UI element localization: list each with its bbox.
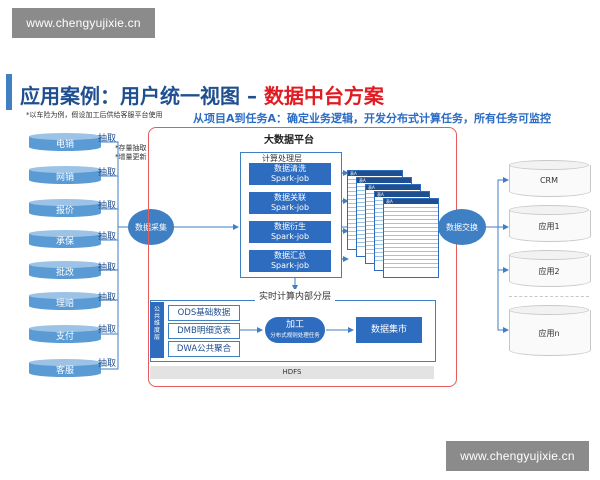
sheet-header: 表A	[384, 199, 438, 204]
source-db-label: 理赔	[55, 299, 74, 309]
target-app-1: 应用1	[509, 205, 591, 242]
target-app-label: 应用1	[538, 222, 560, 231]
subtitle: 从项目A到任务A：确定业务逻辑，开发分布式计算任务，所有任务可监控	[193, 112, 552, 125]
source-db-label: 批改	[55, 268, 74, 278]
target-app-2: 应用2	[509, 250, 591, 287]
data-mart: 数据集市	[356, 317, 422, 343]
source-db-7: 客服	[29, 359, 101, 377]
extract-mode-incremental: *增量更新	[115, 153, 147, 161]
extract-label: 抽取	[98, 201, 117, 211]
extract-mode-full: *存量抽取	[115, 144, 147, 152]
note-text: *以车险为例，假设加工后供给客服平台使用	[26, 111, 163, 119]
source-db-label: 电销	[55, 140, 74, 150]
target-ellipsis-divider	[509, 296, 589, 297]
target-app-0: CRM	[509, 160, 591, 197]
watermark-top: www.chengyujixie.cn	[12, 8, 155, 38]
extract-label: 抽取	[98, 168, 117, 178]
watermark-bottom: www.chengyujixie.cn	[446, 441, 589, 471]
layer-dwa: DWA公共聚合	[168, 341, 240, 357]
extract-label: 抽取	[98, 232, 117, 242]
extract-label: 抽取	[98, 263, 117, 273]
data-sheet: 表A	[383, 198, 439, 278]
source-db-label: 客服	[55, 366, 74, 376]
target-app-label: 应用2	[538, 267, 560, 276]
sheet-header: 表A	[348, 171, 402, 176]
title-accent-bar	[6, 74, 12, 110]
source-db-label: 网销	[55, 173, 74, 183]
extract-label: 抽取	[98, 134, 117, 144]
source-db-4: 批改	[29, 261, 101, 279]
source-db-2: 报价	[29, 199, 101, 217]
source-db-label: 支付	[55, 332, 74, 342]
target-app-label: 应用n	[538, 329, 560, 338]
page-title: 应用案例：用户统一视图 – 数据中台方案	[20, 84, 384, 108]
realtime-layer-title: 实时计算内部分层	[255, 289, 336, 302]
source-db-5: 理赔	[29, 292, 101, 310]
extract-label: 抽取	[98, 359, 117, 369]
process-node: 加工分布式规则处理任务	[265, 317, 325, 343]
extract-label: 抽取	[98, 325, 117, 335]
target-app-label: CRM	[539, 176, 559, 185]
target-app-3: 应用n	[509, 305, 591, 356]
layer-dmb: DMB明细宽表	[168, 323, 240, 339]
source-db-0: 电销	[29, 133, 101, 151]
layer-ods: ODS基础数据	[168, 305, 240, 321]
big-data-platform-frame	[148, 127, 457, 387]
data-collect-node: 数据采集	[128, 209, 174, 245]
calc-layer-title: 计算处理层	[262, 154, 302, 163]
hdfs-bar: HDFS	[150, 366, 434, 379]
source-db-1: 网销	[29, 166, 101, 184]
data-exchange-node: 数据交换	[438, 209, 486, 245]
source-db-label: 报价	[55, 206, 74, 216]
sheet-header: 表A	[375, 192, 429, 197]
platform-title: 大数据平台	[264, 135, 314, 146]
source-db-3: 承保	[29, 230, 101, 248]
extract-label: 抽取	[98, 293, 117, 303]
source-db-6: 支付	[29, 325, 101, 343]
source-db-label: 承保	[55, 237, 74, 247]
common-dimension-label: 公共维度层	[150, 302, 164, 358]
title-highlight: 数据中台方案	[263, 84, 384, 108]
sheet-header: 表A	[366, 185, 420, 190]
sheet-header: 表A	[357, 178, 411, 183]
